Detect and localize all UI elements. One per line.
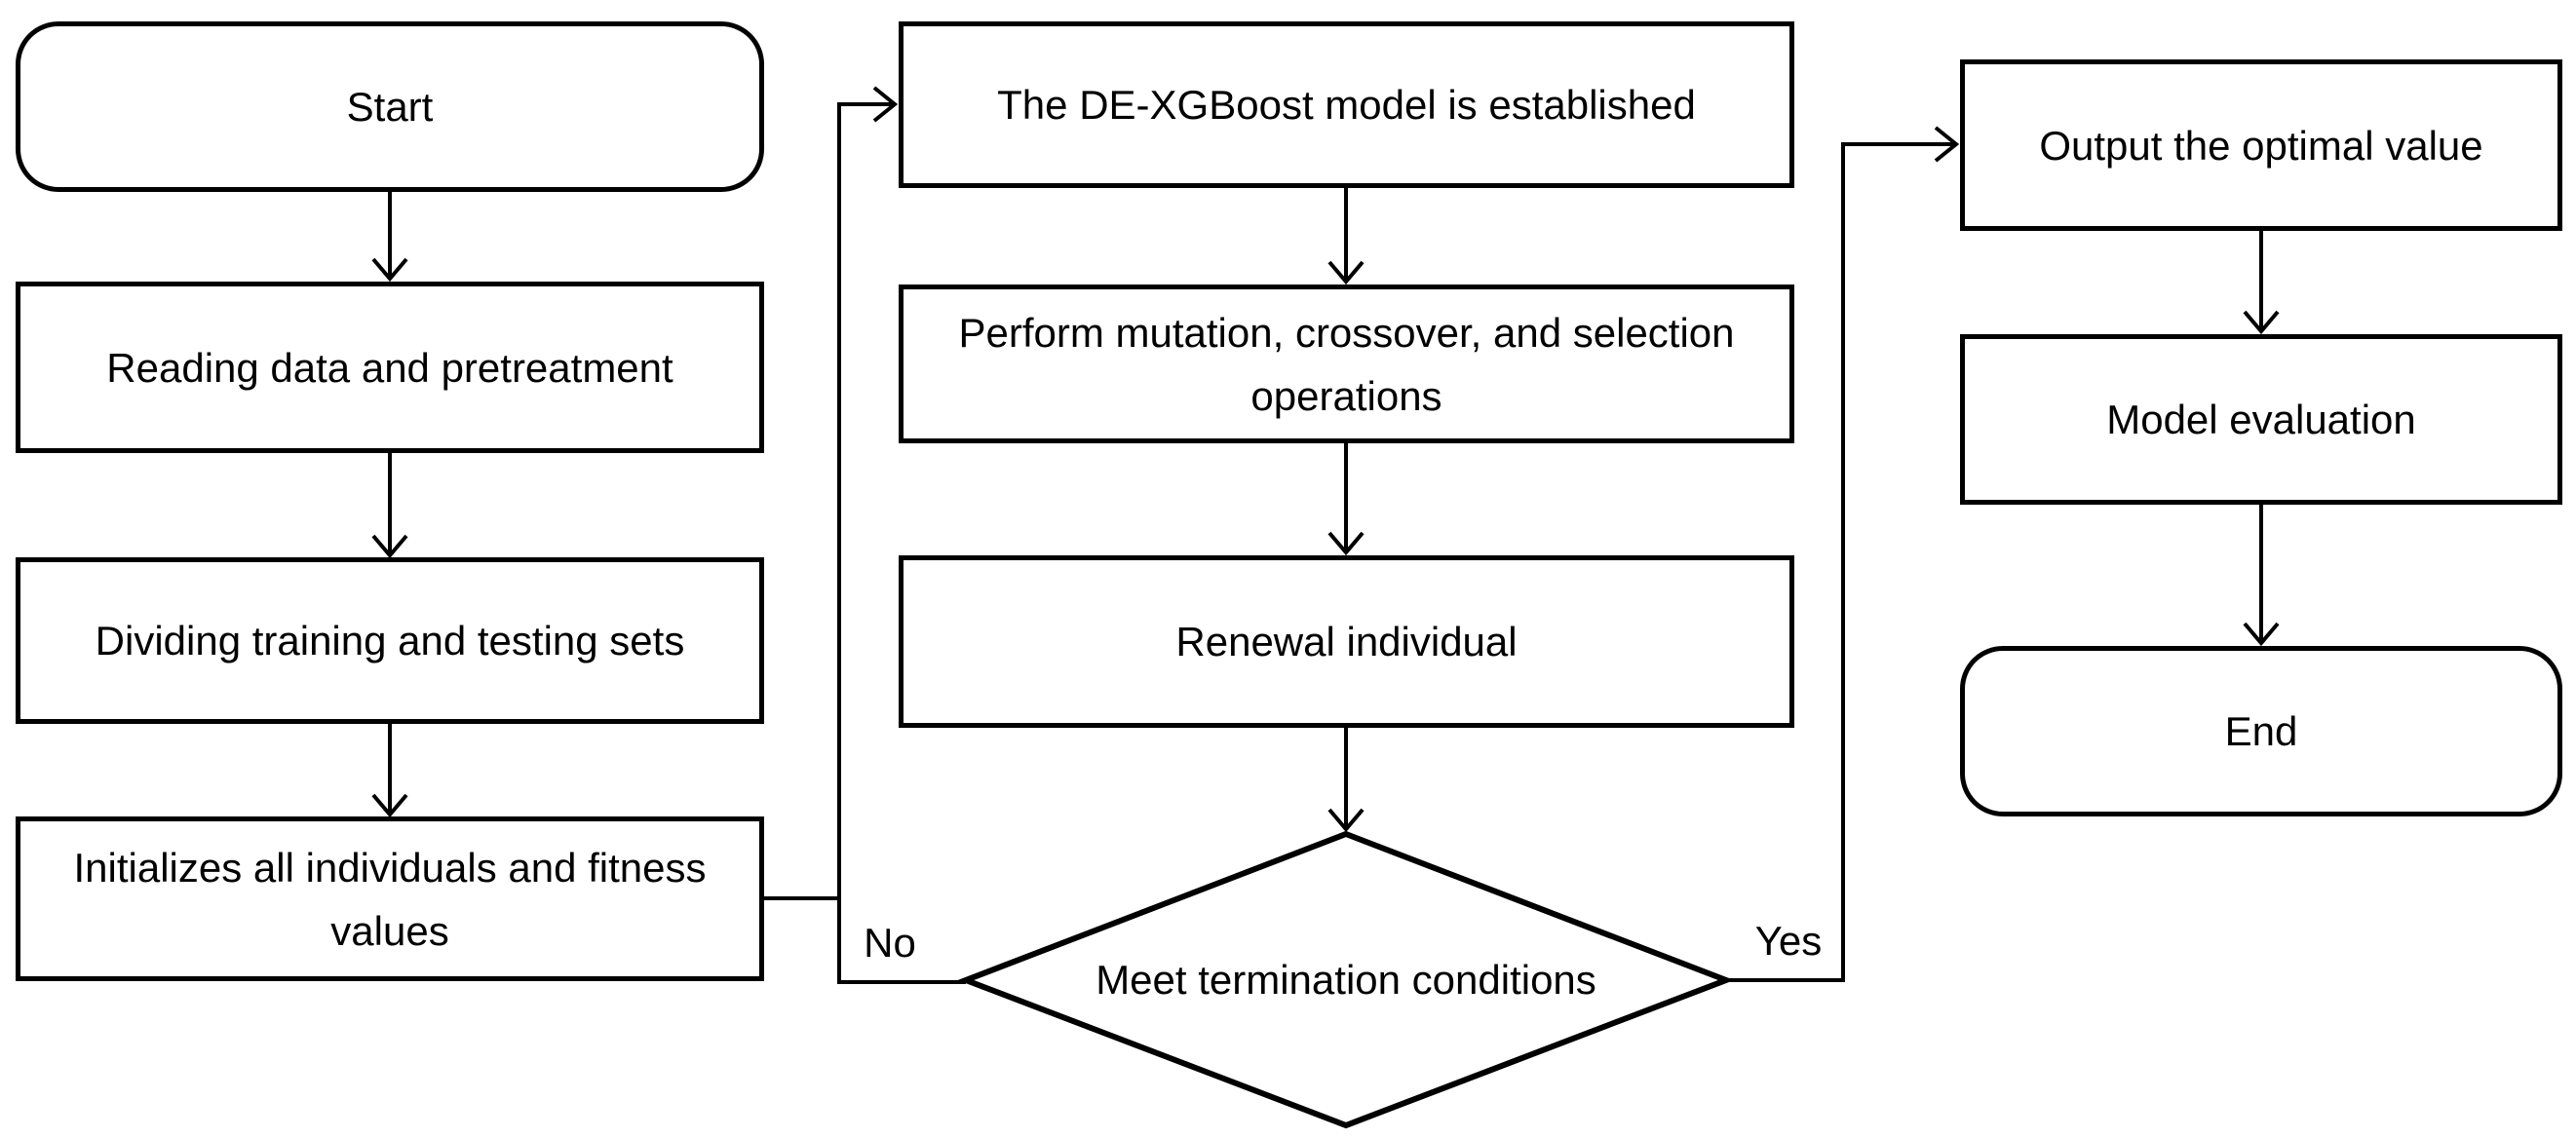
node-de-xgboost-model-label: The DE-XGBoost model is established: [997, 82, 1696, 128]
edge-label-no-text: No: [864, 920, 916, 966]
node-model-evaluation: Model evaluation: [1960, 334, 2562, 505]
node-start-label: Start: [346, 84, 434, 130]
arrowhead-output-to-evaluation: [2243, 310, 2280, 335]
node-dividing-sets-label: Dividing training and testing sets: [95, 618, 685, 664]
node-start: Start: [16, 21, 764, 192]
node-renewal-individual-label: Renewal individual: [1175, 619, 1518, 664]
node-renewal-individual: Renewal individual: [899, 555, 1794, 728]
arrowhead-start-to-reading: [371, 257, 408, 283]
arrowhead-yes-to-output: [1934, 126, 1960, 163]
arrowhead-no-to-model: [872, 86, 899, 123]
edge-yes-exit: [1726, 142, 1954, 982]
node-model-evaluation-label: Model evaluation: [2106, 397, 2416, 442]
node-perform-operations-line1: Perform mutation, crossover, and selecti…: [958, 309, 1735, 356]
node-perform-operations-label: Perform mutation, crossover, and selecti…: [958, 301, 1734, 428]
edge-label-yes-text: Yes: [1754, 918, 1823, 964]
arrowhead-reading-to-dividing: [371, 534, 408, 559]
node-reading-data: Reading data and pretreatment: [16, 282, 764, 453]
edge-label-no: No: [846, 916, 934, 970]
node-output-optimal-value-label: Output the optimal value: [2039, 122, 2483, 169]
decision-diamond-shape: [957, 830, 1735, 1129]
node-reading-data-label: Reading data and pretreatment: [106, 344, 673, 391]
node-perform-operations-line2: operations: [1250, 372, 1442, 419]
node-end: End: [1960, 646, 2562, 816]
node-end-label: End: [2224, 708, 2298, 754]
node-initialize-individuals-line1: Initializes all individuals and fitness: [73, 844, 707, 891]
edge-label-yes: Yes: [1735, 914, 1842, 968]
arrowhead-model-to-perform: [1327, 260, 1365, 285]
node-output-optimal-value: Output the optimal value: [1960, 59, 2562, 231]
arrowhead-evaluation-to-end: [2243, 622, 2280, 647]
node-initialize-individuals: Initializes all individuals and fitness …: [16, 816, 764, 981]
node-initialize-individuals-label: Initializes all individuals and fitness …: [73, 836, 706, 963]
node-initialize-individuals-line2: values: [330, 907, 449, 954]
arrowhead-dividing-to-initializes: [371, 793, 408, 818]
node-decision-termination: Meet termination conditions: [1005, 929, 1687, 1031]
node-dividing-sets: Dividing training and testing sets: [16, 557, 764, 724]
arrowhead-renewal-to-decision: [1327, 808, 1365, 833]
node-decision-termination-label: Meet termination conditions: [1096, 957, 1596, 1003]
node-perform-operations: Perform mutation, crossover, and selecti…: [899, 284, 1794, 443]
edge-no-feedback-loop: [837, 102, 966, 984]
node-de-xgboost-model: The DE-XGBoost model is established: [899, 21, 1794, 188]
arrowhead-perform-to-renewal: [1327, 531, 1365, 556]
